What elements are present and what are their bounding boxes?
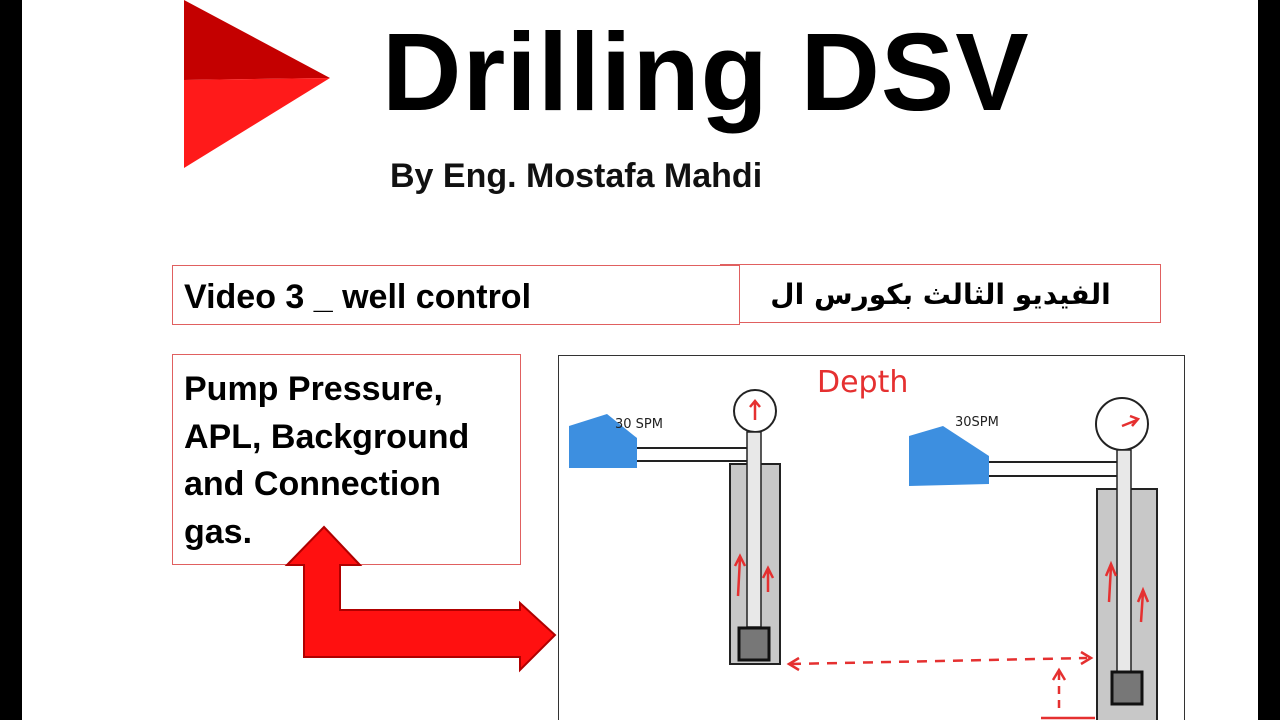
topic-line: Pump Pressure, [184, 370, 443, 408]
left-drill-bit-icon [737, 626, 771, 662]
right-pump-icon [909, 426, 989, 486]
slide: Drilling DSV By Eng. Mostafa Mahdi الفيد… [22, 0, 1258, 720]
topic-line: APL, Background [184, 417, 470, 456]
red-elbow-arrow-icon [284, 525, 557, 673]
right-drill-bit-icon [1110, 670, 1144, 706]
right-pump-label: 30SPM [955, 415, 999, 430]
play-logo-icon [184, 0, 330, 168]
well-diagram-drawing: Depth 30 SPM 30SPM [569, 365, 1158, 720]
topics-box: Pump Pressure, APL, Background and Conne… [172, 354, 521, 565]
page-title: Drilling DSV [382, 11, 1030, 134]
depth-label: Depth [817, 365, 908, 400]
topic-line: and Connection [184, 465, 441, 504]
topic-line: gas. [184, 512, 253, 551]
left-pump-icon [569, 414, 637, 468]
video-title-box: Video 3 _ well control [172, 265, 740, 325]
left-pump-label: 30 SPM [615, 417, 663, 432]
depth-difference-line [790, 656, 1088, 666]
author-subtitle: By Eng. Mostafa Mahdi [390, 157, 763, 195]
well-diagram: Depth 30 SPM 30SPM [558, 355, 1185, 720]
arabic-title-box: الفيديو الثالث بكورس ال [720, 264, 1161, 323]
right-pressure-gauge-icon [1095, 397, 1149, 451]
